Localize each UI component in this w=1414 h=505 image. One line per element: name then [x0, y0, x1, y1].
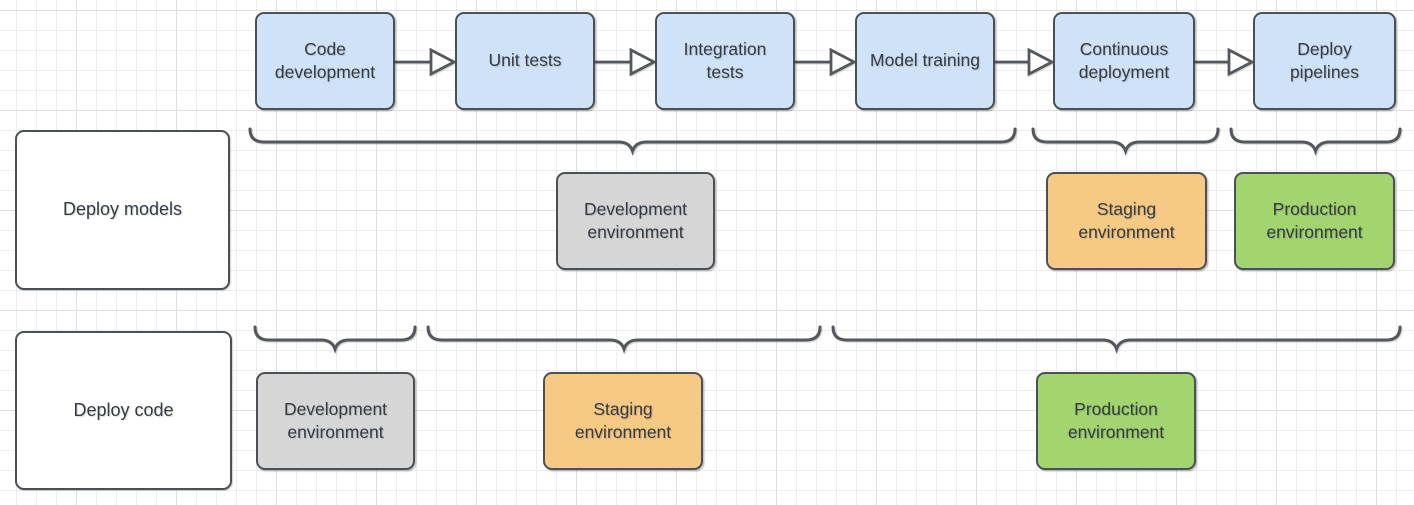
grouping-brace [1031, 127, 1220, 156]
flow-arrow [795, 47, 858, 77]
row-label-deploy-models: Deploy models [15, 130, 230, 290]
deploy-code-staging-environment: Staging environment [543, 372, 703, 470]
flow-arrow [995, 47, 1056, 77]
step-continuous-deployment: Continuous deployment [1053, 12, 1195, 110]
flow-arrow [595, 47, 658, 77]
step-deploy-pipelines: Deploy pipelines [1253, 12, 1396, 110]
deploy-code-production-environment: Production environment [1036, 372, 1196, 470]
deploy-models-production-environment: Production environment [1234, 172, 1395, 270]
step-integration-tests: Integration tests [655, 12, 795, 110]
step-unit-tests: Unit tests [455, 12, 595, 110]
row-label-deploy-code: Deploy code [15, 331, 232, 490]
deploy-models-development-environment: Development environment [556, 172, 715, 270]
deploy-code-development-environment: Development environment [256, 372, 415, 470]
flow-arrow [395, 47, 458, 77]
arrowhead-icon [829, 47, 858, 77]
grouping-brace [1229, 127, 1402, 156]
grouping-brace [831, 325, 1402, 354]
step-code-development: Code development [255, 12, 395, 110]
arrowhead-icon [629, 47, 658, 77]
grouping-brace [248, 127, 1017, 156]
deploy-models-staging-environment: Staging environment [1046, 172, 1207, 270]
grouping-brace [426, 325, 822, 354]
arrowhead-icon [1227, 47, 1256, 77]
step-model-training: Model training [855, 12, 995, 110]
flow-arrow [1195, 47, 1256, 77]
grouping-brace [253, 325, 417, 354]
arrowhead-icon [1027, 47, 1056, 77]
arrowhead-icon [429, 47, 458, 77]
